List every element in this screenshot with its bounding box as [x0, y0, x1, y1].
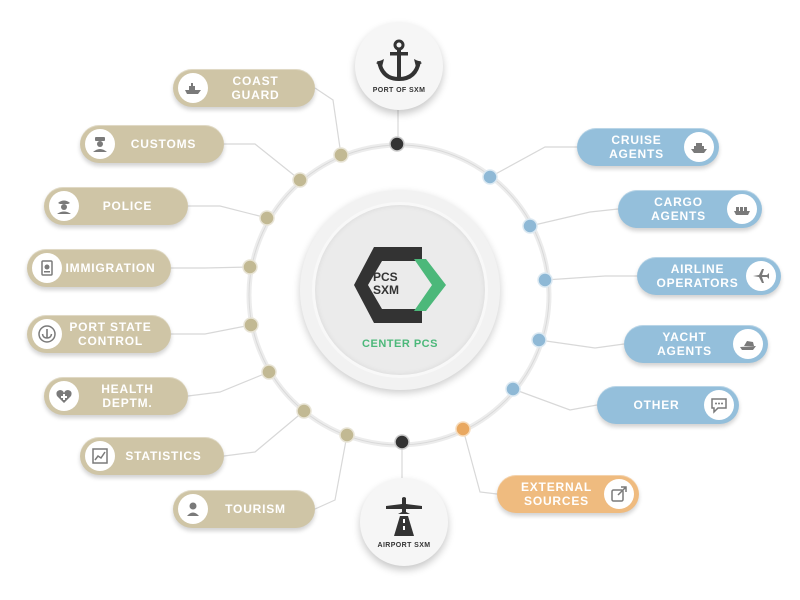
node-dot	[292, 172, 308, 188]
cargo-agents-label: CARGO AGENTS	[651, 195, 706, 223]
cruise-ship-icon	[684, 132, 714, 162]
center-inner-circle[interactable]	[315, 205, 485, 375]
airplane-icon	[746, 261, 776, 291]
node-dot	[242, 259, 258, 275]
cruise-agents-label: CRUISE AGENTS	[609, 133, 664, 161]
connector-line	[529, 208, 619, 227]
passport-icon	[32, 253, 62, 283]
logo-line-2: SXM	[373, 283, 400, 297]
node-dot	[537, 272, 553, 288]
connector-line	[171, 266, 251, 269]
yacht-icon	[733, 329, 763, 359]
airline-operators-line-1: AIRLINE	[670, 262, 725, 276]
police-pill[interactable]: POLICE	[44, 187, 188, 225]
police-label: POLICE	[102, 199, 153, 213]
health-deptm-label: HEALTH DEPTM.	[101, 382, 154, 410]
connector-line	[538, 339, 625, 349]
airplane-runway-icon	[386, 496, 422, 536]
logo-line-1: PCS	[373, 270, 398, 284]
connector-line	[223, 410, 305, 457]
coast-guard-label: COAST GUARD	[231, 74, 280, 102]
pcs-logo-icon	[354, 247, 446, 323]
connector-line	[512, 388, 598, 411]
customs-label: CUSTOMS	[130, 137, 197, 151]
connector-line	[314, 434, 348, 510]
airline-operators-pill[interactable]: AIRLINE OPERATORS	[637, 257, 781, 295]
port-state-control-line-1: PORT STATE	[69, 320, 152, 334]
external-sources-label: EXTERNAL SOURCES	[509, 480, 604, 508]
port-state-control-line-2: CONTROL	[78, 334, 143, 348]
node-dot	[531, 332, 547, 348]
chart-icon	[85, 441, 115, 471]
airline-operators-line-2: OPERATORS	[656, 276, 739, 290]
coast-guard-pill[interactable]: COAST GUARD	[173, 69, 315, 107]
port-hub-label: PORT OF SXM	[372, 86, 426, 94]
yacht-agents-pill[interactable]: YACHT AGENTS	[624, 325, 768, 363]
node-dot	[339, 427, 355, 443]
heart-plus-icon	[49, 381, 79, 411]
node-dot	[296, 403, 312, 419]
yacht-agents-label: YACHT AGENTS	[657, 330, 712, 358]
center-title: CENTER PCS	[362, 338, 438, 350]
external-sources-pill[interactable]: EXTERNAL SOURCES	[497, 475, 639, 513]
user-badge-icon	[178, 494, 208, 524]
connector-line	[544, 275, 637, 281]
port-state-control-label: PORT STATE CONTROL	[62, 320, 159, 348]
cargo-agents-pill[interactable]: CARGO AGENTS	[618, 190, 762, 228]
chat-icon	[704, 390, 734, 420]
tourism-pill[interactable]: TOURISM	[173, 490, 315, 528]
node-dot	[522, 218, 538, 234]
connector-line	[489, 146, 577, 178]
logo-text: PCS SXM	[373, 271, 453, 297]
node-dot	[482, 169, 498, 185]
connector-line	[171, 324, 252, 335]
anchor-badge-icon	[32, 319, 62, 349]
tourism-label: TOURISM	[225, 502, 286, 516]
cargo-ship-icon	[727, 194, 757, 224]
boat-icon	[178, 73, 208, 103]
other-label: OTHER	[633, 398, 680, 412]
external-link-icon	[604, 479, 634, 509]
connector-line	[462, 428, 498, 495]
hub-node-dot	[389, 136, 405, 152]
immigration-label: IMMIGRATION	[65, 261, 156, 275]
immigration-pill[interactable]: IMMIGRATION	[27, 249, 171, 287]
connector-line	[314, 87, 342, 156]
health-deptm-pill[interactable]: HEALTH DEPTM.	[44, 377, 188, 415]
police-officer-icon	[49, 191, 79, 221]
node-dot	[261, 364, 277, 380]
hub-node-dot	[394, 434, 410, 450]
external-sources-line-1: EXTERNAL	[520, 480, 593, 494]
airport-hub-label: AIRPORT SXM	[377, 541, 431, 549]
node-dot	[455, 421, 471, 437]
external-sources-line-2: SOURCES	[524, 494, 589, 508]
connector-line	[224, 143, 301, 181]
node-dot	[243, 317, 259, 333]
airport-hub[interactable]: AIRPORT SXM	[360, 478, 448, 566]
customs-officer-icon	[85, 129, 115, 159]
statistics-pill[interactable]: STATISTICS	[80, 437, 224, 475]
node-dot	[333, 147, 349, 163]
port-hub[interactable]: PORT OF SXM	[355, 22, 443, 110]
statistics-label: STATISTICS	[125, 449, 202, 463]
connector-line	[187, 371, 270, 397]
anchor-icon	[376, 39, 422, 81]
node-dot	[505, 381, 521, 397]
node-dot	[259, 210, 275, 226]
customs-pill[interactable]: CUSTOMS	[80, 125, 224, 163]
port-state-control-pill[interactable]: PORT STATE CONTROL	[27, 315, 171, 353]
cruise-agents-pill[interactable]: CRUISE AGENTS	[577, 128, 719, 166]
other-pill[interactable]: OTHER	[597, 386, 739, 424]
airline-operators-label: AIRLINE OPERATORS	[649, 262, 746, 290]
connector-line	[188, 205, 268, 219]
